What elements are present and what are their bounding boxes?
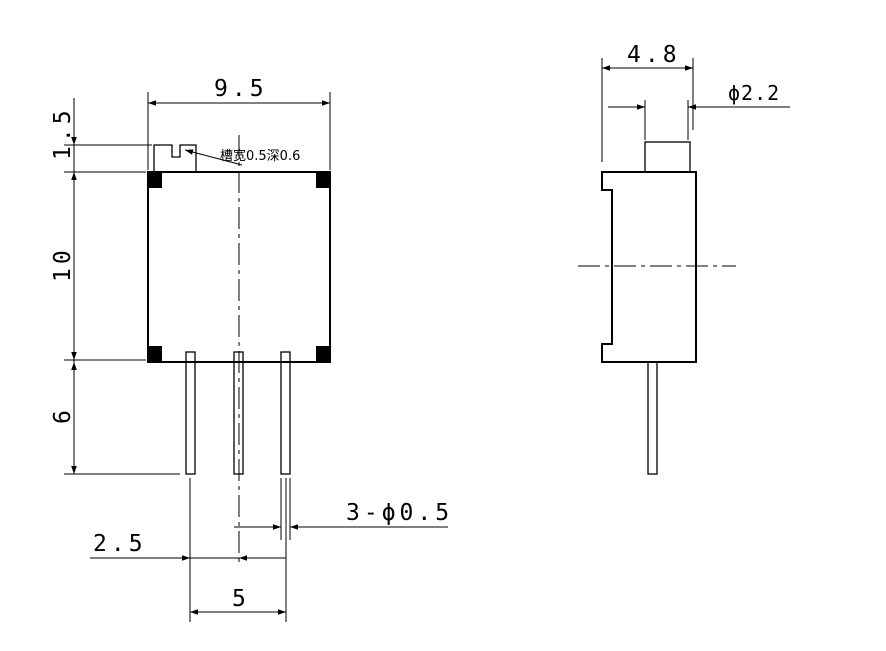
pin-right [280, 351, 291, 475]
slot-leader [184, 149, 243, 166]
front-view: 槽宽0.5深0.6 9.5 1.5 10 6 [50, 76, 453, 622]
pin-dia-label: 3-ϕ0.5 [346, 500, 453, 526]
corner-bl [149, 346, 162, 361]
side-knob [644, 141, 691, 173]
pin-left [185, 351, 196, 475]
pin-pitch-label: 5 [232, 586, 250, 612]
side-body [601, 171, 697, 363]
side-pin [647, 361, 658, 475]
body-height-label: 10 [50, 246, 76, 282]
corner-br [316, 346, 329, 361]
pin-offset-label: 2.5 [93, 531, 147, 557]
slot-note: 槽宽0.5深0.6 [220, 148, 300, 164]
side-width-label: 4.8 [627, 42, 681, 68]
adjust-knob [153, 144, 197, 172]
pin-length-label: 6 [50, 406, 76, 424]
knob-dia-label: ϕ2.2 [728, 81, 780, 105]
top-height-label: 1.5 [50, 106, 76, 160]
corner-tr [316, 173, 329, 188]
side-view: 4.8 ϕ2.2 [578, 42, 790, 475]
width-label: 9.5 [214, 76, 268, 102]
corner-tl [149, 173, 162, 188]
